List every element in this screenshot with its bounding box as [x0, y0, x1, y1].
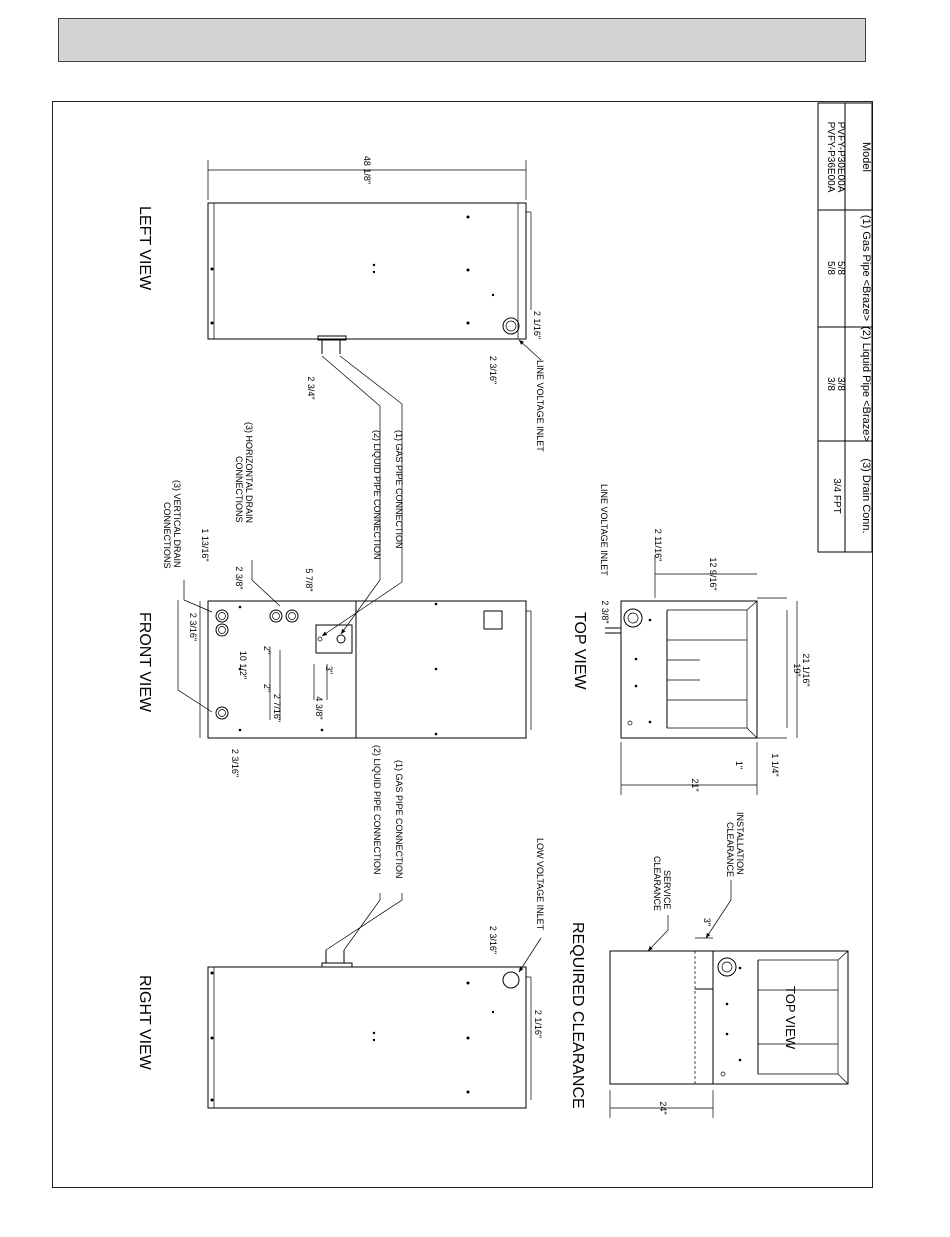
dim-front-c: 5 7/8" [304, 568, 314, 591]
table-row2-liquid: 3/8 [825, 377, 836, 391]
dim-front-g: 2 7/16" [272, 694, 282, 722]
dim-front-h: 3" [324, 666, 334, 674]
label-front-vertical-drain-2: CONNECTIONS [162, 502, 172, 569]
dim-front-a: 2 3/8" [234, 566, 244, 589]
front-view: 1 13/16" 2 3/8" 2 3/16" 5 7/8" 10 1/2" 2… [136, 422, 532, 879]
clearance-top-view-label: TOP VIEW [783, 986, 798, 1050]
table-row1-gas: 5/8 [835, 261, 846, 275]
label-top-line-voltage: LINE VOLTAGE INLET [599, 484, 609, 576]
dim-front-i: 4 3/8" [314, 696, 324, 719]
clearance-view: 3" 24" INSTALLATION CLEARANCE SERVICE CL… [569, 812, 849, 1118]
dim-clear-install: 3" [702, 918, 712, 926]
label-front-vertical-drain-1: (3) VERTICAL DRAIN [172, 480, 182, 568]
table-row1-liquid: 3/8 [835, 377, 846, 391]
label-installation-clearance-1: INSTALLATION [735, 812, 745, 875]
label-service-clearance-1: SERVICE [662, 870, 672, 909]
table-row2-model: PVFY-P36E00A [825, 122, 836, 193]
top-view: 2 11/16" 12 9/16" 2 3/8" 19" 21 1/16" 1"… [571, 484, 811, 795]
label-front-liquid-pipe-2: (2) LIQUID PIPE CONNECTION [372, 745, 382, 875]
dim-top-a: 2 11/16" [653, 529, 663, 562]
label-right-low-voltage: LOW VOLTAGE INLET [535, 838, 545, 931]
view-title-front: FRONT VIEW [136, 612, 153, 713]
spec-table: Model (1) Gas Pipe <Braze> (2) Liquid Pi… [817, 102, 873, 553]
view-title-clearance: REQUIRED CLEARANCE [569, 922, 586, 1109]
label-installation-clearance-2: CLEARANCE [725, 822, 735, 877]
view-title-top: TOP VIEW [571, 612, 588, 691]
dim-top-e: 21 1/16" [801, 653, 811, 686]
dim-top-c: 2 3/8" [600, 600, 610, 623]
table-header-liquid: (2) Liquid Pipe <Braze> [860, 326, 872, 442]
dim-front-bottom: 2 3/16" [230, 749, 240, 777]
table-row1-model: PVFY-P30E00A [835, 122, 846, 193]
dim-top-d: 19" [792, 663, 802, 676]
label-front-horizontal-drain-1: (3) HORIZONTAL DRAIN [244, 422, 254, 523]
dim-top-width: 21" [690, 778, 700, 791]
dim-top-g: 1 1/4" [770, 753, 780, 776]
dim-clear-service: 24" [658, 1101, 668, 1114]
dim-front-e: 2" [262, 646, 272, 654]
view-title-right: RIGHT VIEW [136, 975, 153, 1071]
label-service-clearance-2: CLEARANCE [652, 856, 662, 911]
dim-left-inlet-v: 2 3/16" [488, 356, 498, 384]
table-header-drain: (3) Drain Conn. [860, 458, 872, 533]
table-row2-gas: 5/8 [825, 261, 836, 275]
dim-top-f: 1" [734, 761, 744, 769]
dim-right-b: 2 1/16" [533, 1010, 543, 1038]
table-header-model: Model [860, 142, 872, 172]
dim-front-d: 10 1/2" [238, 651, 248, 679]
label-left-line-voltage: LINE VOLTAGE INLET [535, 360, 545, 452]
view-title-left: LEFT VIEW [136, 206, 153, 291]
dim-front-top: 1 13/16" [200, 528, 210, 561]
left-view: 48 1/8" 2 1/16" 2 3/16" 2 3/4" LINE VOLT… [136, 156, 545, 577]
header-bar [58, 18, 866, 62]
label-front-horizontal-drain-2: CONNECTIONS [234, 456, 244, 523]
dim-top-b: 12 9/16" [708, 557, 718, 590]
label-front-liquid-pipe: (2) LIQUID PIPE CONNECTION [372, 430, 382, 560]
dim-front-f: 2" [262, 684, 272, 692]
dim-left-inlet-h: 2 1/16" [532, 311, 542, 339]
table-row1-drain: 3/4 FPT [831, 478, 842, 514]
right-view: 2 3/16" 2 1/16" LOW VOLTAGE INLET RIGHT … [136, 838, 545, 1109]
dim-left-height: 48 1/8" [362, 156, 372, 184]
dim-front-b: 2 3/16" [188, 613, 198, 641]
dim-right-a: 2 3/16" [488, 926, 498, 954]
label-front-gas-pipe-2: (1) GAS PIPE CONNECTION [394, 760, 404, 879]
label-front-gas-pipe: (1) GAS PIPE CONNECTION [394, 430, 404, 549]
table-header-gas: (1) Gas Pipe <Braze> [860, 215, 872, 321]
dim-left-pipe: 2 3/4" [306, 376, 316, 399]
drawing-frame [52, 101, 873, 1188]
